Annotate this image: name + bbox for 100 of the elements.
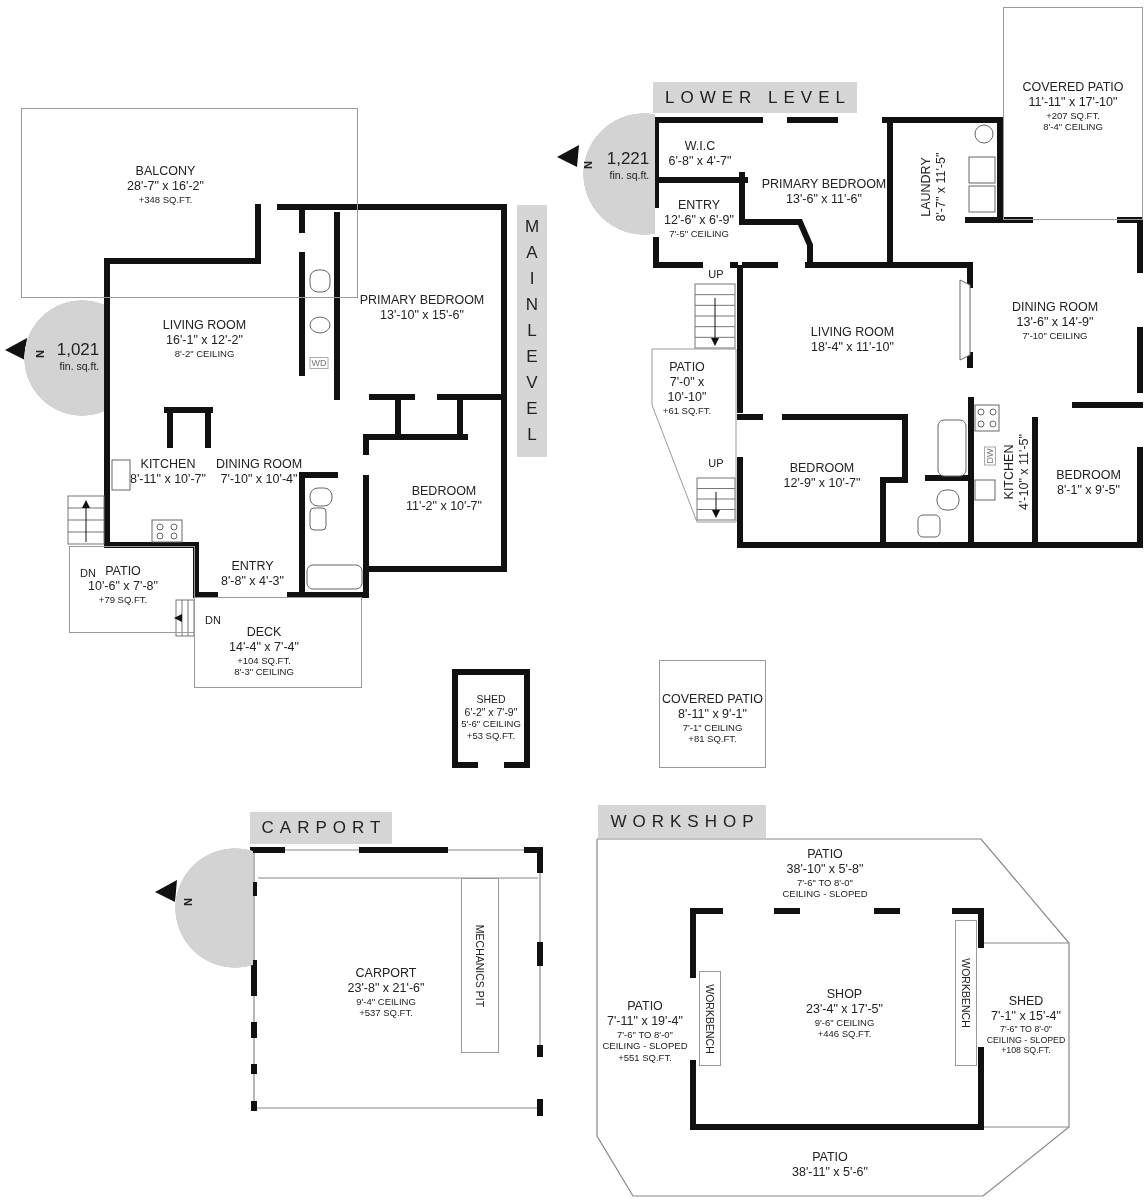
room-note: 8'-2" CEILING — [173, 348, 236, 360]
level-title: CARPORT — [260, 818, 387, 838]
outlined-area — [659, 660, 766, 768]
room-dimensions: 8'-1" x 9'-5" — [1056, 483, 1121, 498]
room-name: PRIMARY BEDROOM — [359, 293, 485, 308]
appliance-label: WD — [309, 357, 329, 369]
room-note: 9'-4" CEILING — [355, 995, 417, 1007]
compass-letter: N — [582, 161, 594, 169]
room-note: 7'-6" TO 8'-0" — [616, 1028, 674, 1041]
room-dimensions: 7'-10" x 10'-4" — [219, 472, 299, 487]
level-banner — [653, 82, 857, 113]
level-banner — [250, 812, 392, 844]
room-dimensions: 11'-11" x 17'-10" — [1027, 94, 1119, 110]
outlined-area — [461, 878, 499, 1053]
room-name: KITCHEN — [139, 457, 197, 472]
room-name: ENTRY — [230, 558, 275, 574]
room-note: +207 SQ.FT. — [1045, 109, 1101, 121]
area-value: 1,021 — [56, 339, 100, 360]
room-note: +79 SQ.FT. — [97, 593, 149, 606]
room-dimensions: 7'-1" x 15'-4" — [990, 1009, 1062, 1025]
outlined-area — [651, 348, 737, 523]
stair-label: DN — [205, 614, 221, 626]
room-dimensions: 11'-2" x 10'-7" — [406, 498, 482, 514]
room-note: +104 SQ.FT. — [236, 654, 292, 666]
room-dimensions: 13'-10" x 15'-6" — [379, 308, 465, 323]
room-dimensions: 4'-10" x 11'-5" — [1017, 434, 1032, 510]
room-name: SHED — [475, 693, 507, 706]
room-dimensions: 8'-8" x 4'-3" — [221, 573, 284, 589]
room-name: W.I.C — [683, 139, 717, 154]
area-value: 1,221 — [606, 148, 650, 169]
level-title: LOWER LEVEL — [664, 87, 851, 108]
room-dimensions: 23'-8" x 21'-6" — [347, 980, 425, 996]
area-unit: fin. sq.ft. — [58, 359, 100, 373]
room-name: PATIO — [806, 846, 844, 862]
room-dimensions: 12'-9" x 10'-7" — [783, 476, 861, 491]
outlined-area — [699, 971, 721, 1066]
room-name: WORKBENCH — [959, 958, 973, 1028]
room-name: LAUNDRY — [919, 156, 934, 219]
room-note: +108 SQ.FT. — [1000, 1045, 1052, 1056]
outlined-area — [194, 597, 362, 688]
room-dimensions: 16'-1" x 12'-2" — [165, 333, 244, 349]
room-name: BEDROOM — [1056, 468, 1121, 483]
outlined-area — [1003, 7, 1143, 220]
stair-label: UP — [708, 268, 724, 280]
room-name: PATIO — [626, 998, 664, 1014]
room-note: +446 SQ.FT. — [816, 1028, 873, 1040]
appliance-label: DW — [984, 446, 996, 466]
room-name: BEDROOM — [410, 483, 478, 499]
room-note: CEILING - SLOPED — [782, 888, 868, 900]
room-note: +537 SQ.FT. — [358, 1007, 414, 1019]
room-dimensions: 13'-6" x 14'-9" — [1015, 314, 1095, 330]
level-title: WORKSHOP — [609, 811, 760, 832]
room-name: SHOP — [825, 986, 864, 1002]
room-dimensions: 18'-4" x 11'-10" — [810, 340, 895, 355]
room-note: +551 SQ.FT. — [617, 1051, 673, 1064]
room-note: +61 SQ.FT. — [661, 404, 713, 416]
room-name: PRIMARY BEDROOM — [761, 177, 887, 192]
room-note: +81 SQ.FT. — [687, 733, 738, 745]
room-note: 7'-6" TO 8'-0" — [796, 876, 854, 888]
stair-label: DN — [80, 567, 96, 579]
room-dimensions: 6'-2" x 7'-9" — [463, 705, 519, 719]
room-dimensions: 8'-11" x 9'-1" — [677, 706, 748, 722]
level-title: MAIN LEVEL — [523, 216, 548, 446]
room-dimensions: 10'-6" x 7'-8" — [88, 578, 158, 594]
room-note: 7'-5" CEILING — [668, 227, 730, 240]
room-name: BALCONY — [134, 164, 197, 180]
room-name: COVERED PATIO — [662, 691, 763, 707]
outlined-area — [955, 920, 977, 1066]
room-note: 7'-10" CEILING — [1021, 329, 1089, 342]
room-name: DECK — [245, 624, 283, 640]
room-note: 7'-6" TO 8'-0" — [999, 1024, 1053, 1035]
room-name: DINING ROOM — [215, 457, 303, 472]
room-name: CARPORT — [354, 965, 418, 981]
compass-letter: N — [182, 898, 194, 906]
room-note: +53 SQ.FT. — [465, 729, 517, 741]
room-name: PATIO — [811, 1149, 849, 1165]
room-note: 7'-1" CEILING — [681, 721, 744, 733]
area-unit: fin. sq.ft. — [608, 168, 650, 182]
room-dimensions: 38'-10" x 5'-8" — [785, 861, 865, 877]
room-name: DINING ROOM — [1011, 299, 1099, 315]
room-dimensions: 38'-11" x 5'-6" — [792, 1164, 868, 1180]
room-name: KITCHEN — [1002, 443, 1017, 502]
room-dimensions: 13'-6" x 11'-6" — [785, 192, 863, 207]
room-dimensions: 28'-7" x 16'-2" — [127, 179, 204, 195]
room-name: LIVING ROOM — [162, 318, 247, 334]
room-dimensions: 7'-11" x 19'-4" — [606, 1013, 684, 1029]
room-dimensions: 7'-0" x 10'-10" — [666, 374, 708, 405]
outlined-area — [69, 546, 195, 633]
level-banner — [598, 805, 766, 838]
room-dimensions: 8'-11" x 10'-7" — [130, 472, 206, 487]
level-banner — [517, 205, 547, 457]
room-dimensions: 14'-4" x 7'-4" — [229, 639, 299, 655]
room-name: ENTRY — [676, 197, 722, 213]
room-note: 5'-6" CEILING — [461, 718, 521, 730]
room-dimensions: 8'-7" x 11'-5" — [934, 152, 949, 222]
room-dimensions: 6'-8" x 4'-7" — [668, 154, 732, 169]
compass-letter: N — [34, 350, 46, 358]
room-name: COVERED PATIO — [1022, 79, 1124, 95]
room-note: 8'-3" CEILING — [233, 665, 295, 677]
room-name: MECHANICS PIT — [473, 924, 487, 1007]
